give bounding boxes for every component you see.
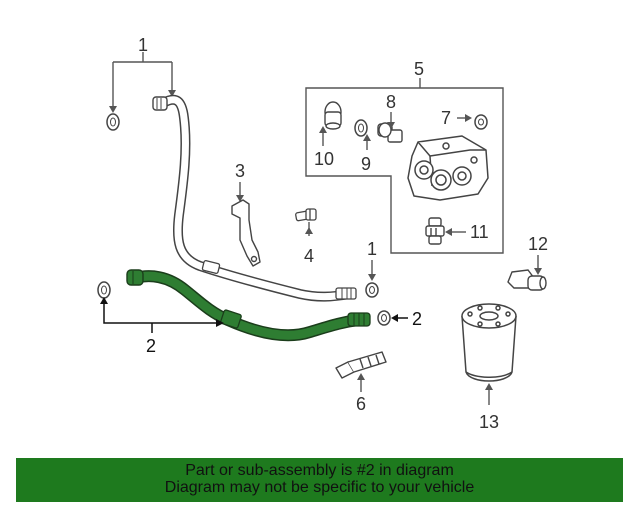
callout-13: 13 [479,412,499,432]
callout-1-top: 1 [138,35,148,55]
hose-2-fitting-right [347,312,371,327]
callout-5: 5 [414,59,424,79]
callout-3: 3 [235,161,245,181]
seal-7 [474,114,488,130]
oil-cooler-adapter [407,135,489,201]
callout-8: 8 [386,92,396,112]
o-ring-9 [354,119,368,137]
banner-line-2: Diagram may not be specific to your vehi… [164,479,475,496]
bolt-6 [335,351,387,379]
bracket-3 [231,199,261,267]
oil-filter-13 [461,303,517,382]
callout-2-right: 2 [412,309,422,329]
o-ring-1-mid [365,282,379,298]
callout-10: 10 [314,149,334,169]
hose-2-fitting-left [126,269,144,286]
callout-1-mid: 1 [367,239,377,259]
callout-12: 12 [528,234,548,254]
callout-2-left: 2 [146,336,156,356]
bolt-4 [295,208,317,222]
plug-10 [324,101,342,130]
fitting-8 [377,122,403,143]
fitting-12 [507,269,547,291]
sensor-11 [425,217,445,245]
callout-4: 4 [304,246,314,266]
part-info-banner: Part or sub-assembly is #2 in diagram Di… [16,458,623,502]
callout-1-arrow-a [109,106,117,113]
callout-1-arrow-b [168,90,176,97]
upper-line-fitting-end [335,287,357,300]
parts-diagram: 1 3 4 5 [97,35,548,432]
callout-9: 9 [361,154,371,174]
callout-6: 6 [356,394,366,414]
upper-cooler-line [158,94,355,302]
callout-2-left-leader [103,302,218,333]
banner-line-1: Part or sub-assembly is #2 in diagram [185,462,454,479]
callout-11: 11 [470,222,489,242]
o-ring-1-top [106,113,120,131]
hose-2-clamp [220,309,242,329]
o-ring-2-right [377,310,391,326]
upper-line-clamp [201,259,221,275]
o-ring-2-left [97,281,111,299]
callout-1-top-leader [112,52,173,108]
callout-7: 7 [441,108,451,128]
upper-line-fitting-top [152,96,168,111]
